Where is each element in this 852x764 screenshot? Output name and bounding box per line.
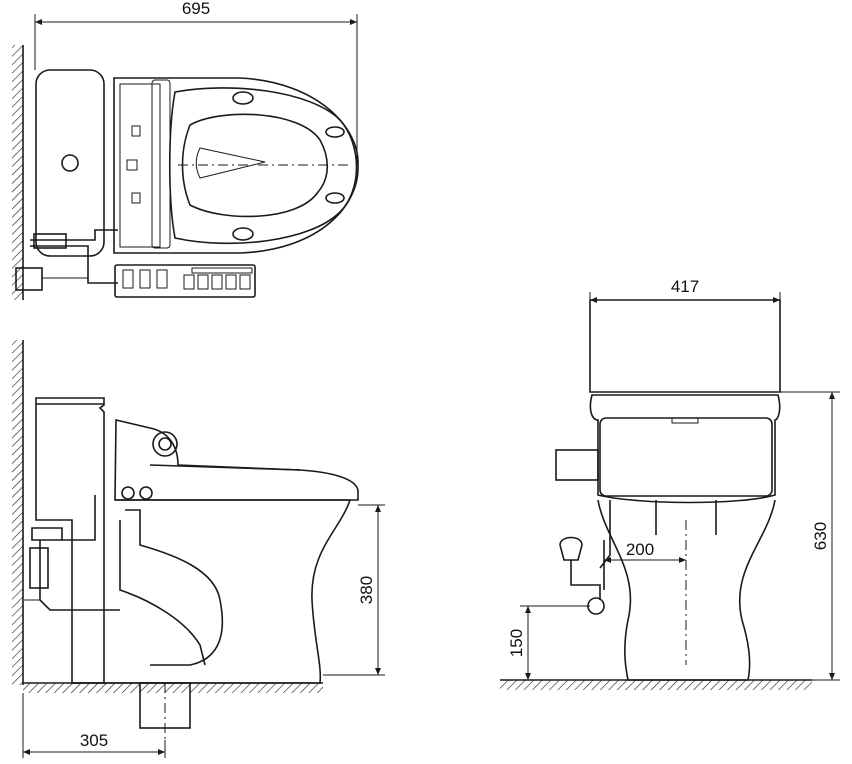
dimension-line-height bbox=[780, 391, 840, 681]
wall-hatch-top bbox=[12, 45, 23, 300]
dimension-line-width bbox=[589, 292, 781, 303]
bowl-front bbox=[597, 499, 776, 681]
label-overall-height: 630 bbox=[811, 522, 830, 550]
side-controller-front bbox=[555, 449, 599, 481]
dimension-line-supply-height bbox=[520, 605, 590, 680]
remote-control-top bbox=[114, 264, 256, 298]
bowl-side bbox=[72, 499, 352, 684]
seat-front bbox=[589, 394, 781, 504]
dimension-line-rough-in bbox=[22, 693, 166, 758]
label-overall-length: 695 bbox=[182, 0, 210, 18]
seat-outline-top bbox=[113, 77, 359, 254]
seat-unit-side bbox=[114, 418, 359, 501]
floor-hatch-front bbox=[500, 680, 812, 690]
wall-hatch-side bbox=[12, 340, 23, 685]
dimension-line-length bbox=[34, 14, 358, 165]
label-rough-in: 305 bbox=[80, 731, 108, 750]
tank-front bbox=[589, 299, 781, 393]
front-view bbox=[500, 292, 840, 690]
label-overall-width: 417 bbox=[671, 277, 699, 296]
label-supply-height: 150 bbox=[507, 629, 526, 657]
top-view bbox=[12, 14, 359, 300]
floor-hatch-side bbox=[23, 683, 323, 693]
dimension-line-seat-height bbox=[323, 504, 385, 676]
label-seat-height: 380 bbox=[357, 576, 376, 604]
label-supply-offset: 200 bbox=[626, 540, 654, 559]
flush-button bbox=[61, 154, 79, 172]
side-view bbox=[12, 340, 385, 758]
tank-side bbox=[35, 397, 105, 684]
tank-top bbox=[35, 69, 105, 257]
